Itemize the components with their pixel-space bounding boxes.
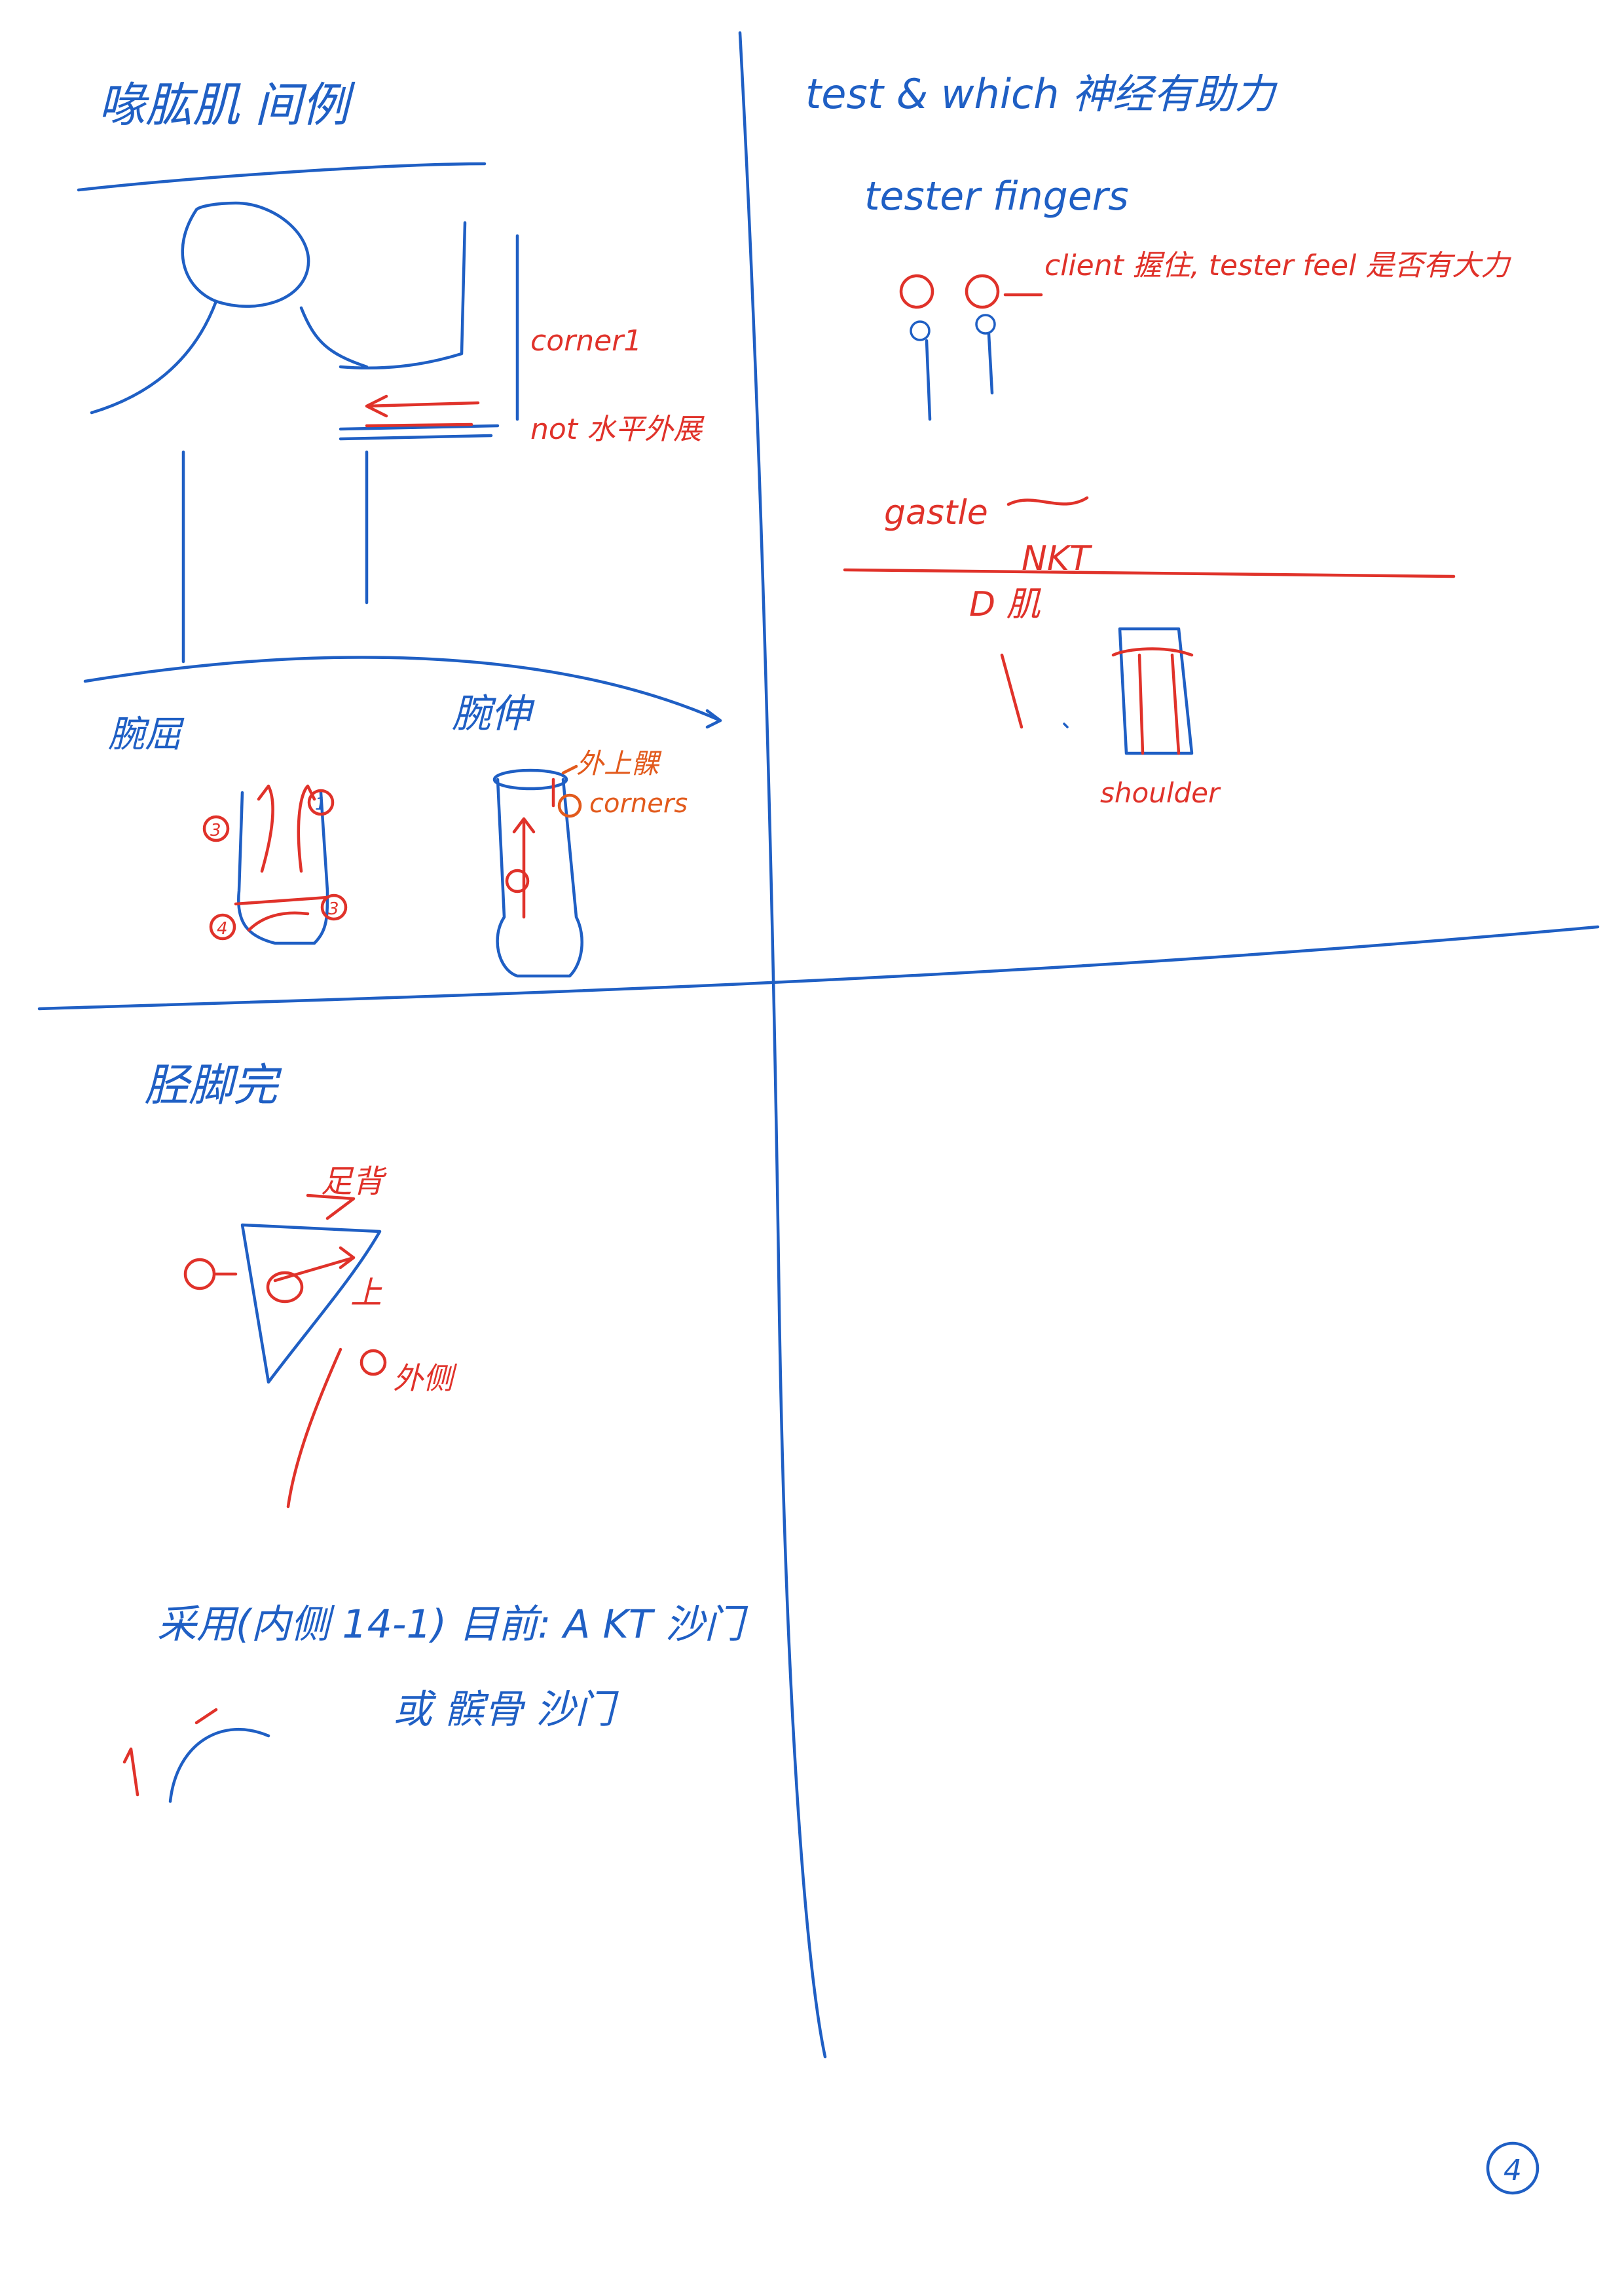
- client-note: client 握住, tester feel 是否有大力: [1044, 249, 1511, 282]
- sub-right-note-2: corners: [589, 789, 688, 819]
- circle-label-1: 3: [210, 821, 221, 840]
- foot-label-top: 足背: [321, 1163, 387, 1200]
- page-number: 4: [1504, 2154, 1522, 2187]
- sub-right-label: 腕伸: [452, 691, 535, 737]
- foot-label-side: 外侧: [393, 1361, 458, 1396]
- sketch-label-corner: corner1: [530, 324, 642, 358]
- tester-fingers: tester fingers: [864, 174, 1129, 219]
- wrist-extensor-sketch: [492, 764, 583, 978]
- body-sketch: [77, 162, 722, 729]
- curve-sketch: [122, 1708, 270, 1803]
- foot-sketch: [183, 1193, 387, 1509]
- shoulder-label: shoulder: [1100, 777, 1221, 809]
- sub-right-note: 外上髁: [576, 747, 662, 779]
- top-right-title: test & which 神经有助力: [805, 70, 1278, 118]
- foot-label-mid: 上: [350, 1275, 382, 1311]
- note-line-1: 采用(内侧 14-1) 目前: A KT 沙门: [157, 1602, 748, 1647]
- finger-sketch: [899, 274, 1043, 421]
- gastle-label: gastle: [884, 493, 988, 533]
- nkt-underline: [843, 568, 1456, 578]
- page-number-circle: [1486, 2141, 1540, 2195]
- bottom-left-title: 胫脚完: [144, 1060, 282, 1112]
- note-line-2: 或 髌骨 沙门: [393, 1687, 619, 1733]
- circle-label-2: 1: [315, 795, 326, 814]
- circle-label-4: 3: [328, 899, 339, 919]
- horizontal-divider: [37, 925, 1600, 1011]
- vertical-divider: [738, 31, 827, 2059]
- circle-label-3: 4: [217, 919, 228, 939]
- d-muscle-label: D 肌: [969, 585, 1042, 624]
- top-left-title: 喙肱肌 间例: [98, 77, 356, 132]
- sub-left-label: 腕屈: [108, 713, 185, 756]
- shoulder-sketch: [1000, 627, 1194, 755]
- strike-scribble: [1006, 496, 1089, 506]
- sketch-label-not: not 水平外展: [530, 413, 705, 446]
- wrist-flexor-sketch: [202, 784, 348, 945]
